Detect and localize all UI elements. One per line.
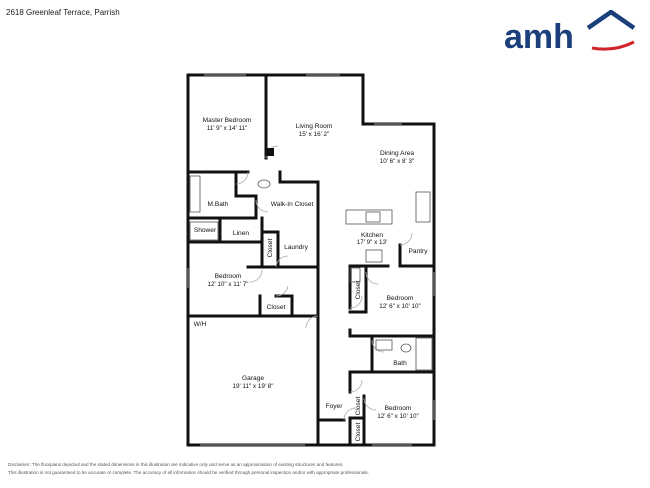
master-bedroom-label: Master Bedroom bbox=[203, 117, 252, 124]
logo-text: amh bbox=[504, 18, 574, 52]
bedroom-right-top-label: Bedroom bbox=[387, 295, 414, 302]
linen-label: Linen bbox=[233, 230, 249, 237]
bedroom-left-dims: 12' 10" x 11' 7" bbox=[207, 281, 248, 288]
property-address: 2618 Greenleaf Terrace, Parrish bbox=[6, 8, 120, 17]
closet-v1-label: Closet bbox=[267, 238, 274, 257]
fireplace-block bbox=[266, 148, 274, 156]
closet-v4-label: Closet bbox=[355, 422, 362, 441]
bedroom-right-top-dims: 12' 6" x 10' 10" bbox=[379, 303, 421, 310]
closet-left-label: Closet bbox=[267, 304, 286, 311]
garage-dims: 19' 11" x 19' 8" bbox=[232, 383, 273, 390]
bedroom-left-label: Bedroom bbox=[215, 273, 242, 280]
master-bedroom-dims: 11' 9" x 14' 11" bbox=[207, 125, 248, 132]
living-room-label: Living Room bbox=[296, 123, 333, 130]
garage-label: Garage bbox=[242, 375, 264, 382]
walk-in-closet-name: Walk-In Closet bbox=[271, 201, 314, 208]
disclaimer-line-1: Disclaimer: The floorplans depicted and … bbox=[8, 462, 344, 467]
bedroom-right-bottom-label: Bedroom bbox=[385, 405, 412, 412]
kitchen-dims: 17' 9" x 13' bbox=[357, 239, 388, 246]
laundry-label: Laundry bbox=[284, 244, 309, 251]
walk-in-closet-label: Walk-In Closet bbox=[271, 201, 314, 208]
living-room-dims: 15' x 16' 2" bbox=[299, 131, 330, 138]
closet-v3-label: Closet bbox=[355, 396, 362, 415]
shower-label: Shower bbox=[194, 227, 217, 234]
dining-area-label: Dining Area bbox=[380, 150, 414, 157]
amh-logo: amh bbox=[504, 10, 636, 52]
bedroom-right-bottom-dims: 12' 6" x 10' 10" bbox=[377, 413, 419, 420]
m-bath-label: M.Bath bbox=[208, 201, 229, 208]
disclaimer-line-2: This illustration is not guaranteed to b… bbox=[8, 470, 369, 475]
foyer-label: Foyer bbox=[326, 403, 344, 410]
bath-label: Bath bbox=[393, 360, 407, 367]
pantry-label: Pantry bbox=[408, 248, 428, 255]
dining-area-dims: 10' 6" x 8' 3" bbox=[380, 158, 415, 165]
house-roof-icon bbox=[586, 10, 636, 51]
closet-v2-label: Closet bbox=[355, 280, 362, 299]
wh-label: W/H bbox=[194, 321, 207, 328]
kitchen-label: Kitchen bbox=[361, 232, 383, 239]
